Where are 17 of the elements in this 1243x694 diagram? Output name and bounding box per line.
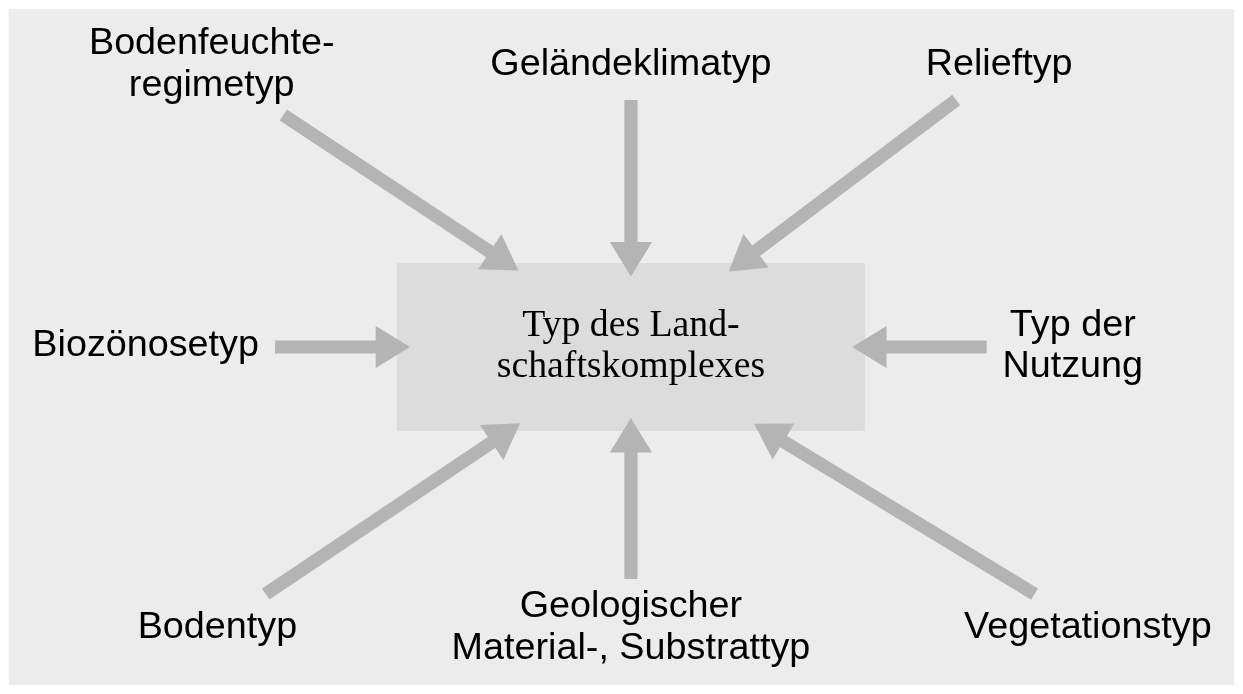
arrow (609, 418, 652, 580)
node-text: Vegetationstyp (964, 603, 1212, 646)
node-text: Bodenfeuchte- regimetyp (88, 20, 335, 104)
arrow (754, 423, 1038, 600)
arrow (275, 325, 411, 369)
arrow (262, 423, 521, 600)
node-text: Geologischer Material-, Substrattyp (451, 583, 811, 667)
arrow (852, 325, 987, 369)
node-text: Biozönosetyp (32, 322, 259, 365)
node-text: Geländeklimatyp (490, 41, 772, 84)
arrow (609, 99, 652, 277)
node-box: Typ des Land- schaftskomplexes (396, 262, 866, 432)
arrow (279, 109, 519, 271)
node-text: Bodentyp (137, 603, 298, 646)
node-text: Relieftyp (925, 41, 1073, 84)
node-text: Typ der Nutzung (1002, 301, 1144, 386)
arrow (728, 94, 961, 272)
